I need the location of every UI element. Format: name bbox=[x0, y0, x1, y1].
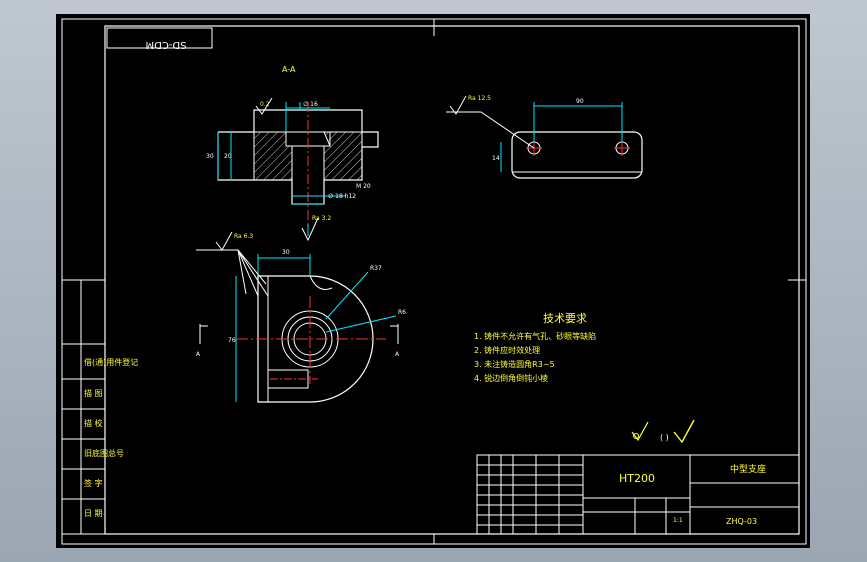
rough-plan: Ra 6.3 bbox=[234, 233, 253, 240]
dim-rough-bottom: Ra 3.2 bbox=[312, 215, 331, 222]
part-name: 中型支座 bbox=[730, 463, 766, 475]
plan-view: 30 76 R6 R37 Ra 6.3 A A bbox=[196, 231, 406, 403]
title-box bbox=[106, 27, 213, 49]
side-label-3: 旧底图总号 bbox=[84, 448, 124, 458]
tech-item-0: 1. 铸件不允许有气孔、砂眼等缺陷 bbox=[474, 331, 596, 341]
dim-plan-width: 30 bbox=[282, 249, 290, 256]
dim-plan-d: R6 bbox=[398, 309, 406, 316]
side-table: 借(通)用件登记 描 图 描 校 旧底图总号 签 字 日 期 bbox=[61, 279, 138, 535]
tech-requirements: 技术要求 1. 铸件不允许有气孔、砂眼等缺陷 2. 铸件应时效处理 3. 未注铸… bbox=[474, 312, 596, 383]
section-view: 30 20 ∅ 16 0.2 ∅ 18 h12 M 20 Ra 3.2 bbox=[206, 97, 379, 242]
tech-item-1: 2. 铸件应时效处理 bbox=[474, 345, 540, 355]
side-label-1: 描 图 bbox=[84, 388, 103, 398]
tech-item-3: 4. 锐边倒角倒钝小棱 bbox=[474, 373, 548, 383]
dim-right: 90 bbox=[576, 98, 584, 105]
side-label-2: 描 校 bbox=[84, 418, 103, 428]
side-label-0: 借(通)用件登记 bbox=[84, 357, 138, 367]
dim-top-width: ∅ 16 bbox=[303, 101, 318, 108]
dim-thread: M 20 bbox=[356, 183, 371, 190]
rough-right: Ra 12.5 bbox=[468, 95, 491, 102]
inner-frame bbox=[104, 25, 800, 535]
drawing-number: ZHQ-03 bbox=[726, 517, 757, 526]
cad-viewport[interactable]: 借(通)用件登记 描 图 描 校 旧底图总号 签 字 日 期 SD-CDM A-… bbox=[56, 14, 810, 548]
drawing-sheet: 借(通)用件登记 描 图 描 校 旧底图总号 签 字 日 期 SD-CDM A-… bbox=[61, 18, 807, 545]
dim-tol: 0.2 bbox=[260, 101, 270, 108]
section-arrow-right: A bbox=[395, 351, 400, 358]
dim-plan-r: R37 bbox=[370, 265, 382, 272]
roughness-note: ( ) bbox=[631, 419, 695, 444]
side-label-4: 签 字 bbox=[84, 478, 103, 488]
dim-plan-h: 76 bbox=[228, 337, 236, 344]
title-box-text: SD-CDM bbox=[146, 39, 187, 50]
side-view: 90 14 Ra 12.5 bbox=[446, 95, 643, 179]
section-arrow-left: A bbox=[196, 351, 201, 358]
dim-height-small: 20 bbox=[224, 153, 232, 160]
tech-title: 技术要求 bbox=[543, 312, 587, 325]
section-label: A-A bbox=[282, 65, 296, 74]
tech-item-2: 3. 未注铸造圆角R3~5 bbox=[474, 359, 555, 369]
title-block: HT200 中型支座 ZHQ-03 1:1 bbox=[476, 454, 800, 535]
ratio: 1:1 bbox=[673, 517, 683, 524]
material: HT200 bbox=[619, 472, 655, 485]
dim-bottom-ref: ∅ 18 h12 bbox=[328, 193, 356, 200]
outer-frame bbox=[61, 18, 807, 545]
dim-right-h: 14 bbox=[492, 155, 500, 162]
side-label-5: 日 期 bbox=[84, 509, 103, 518]
rough-sym-text: ( ) bbox=[660, 433, 669, 442]
dim-height: 30 bbox=[206, 153, 214, 160]
